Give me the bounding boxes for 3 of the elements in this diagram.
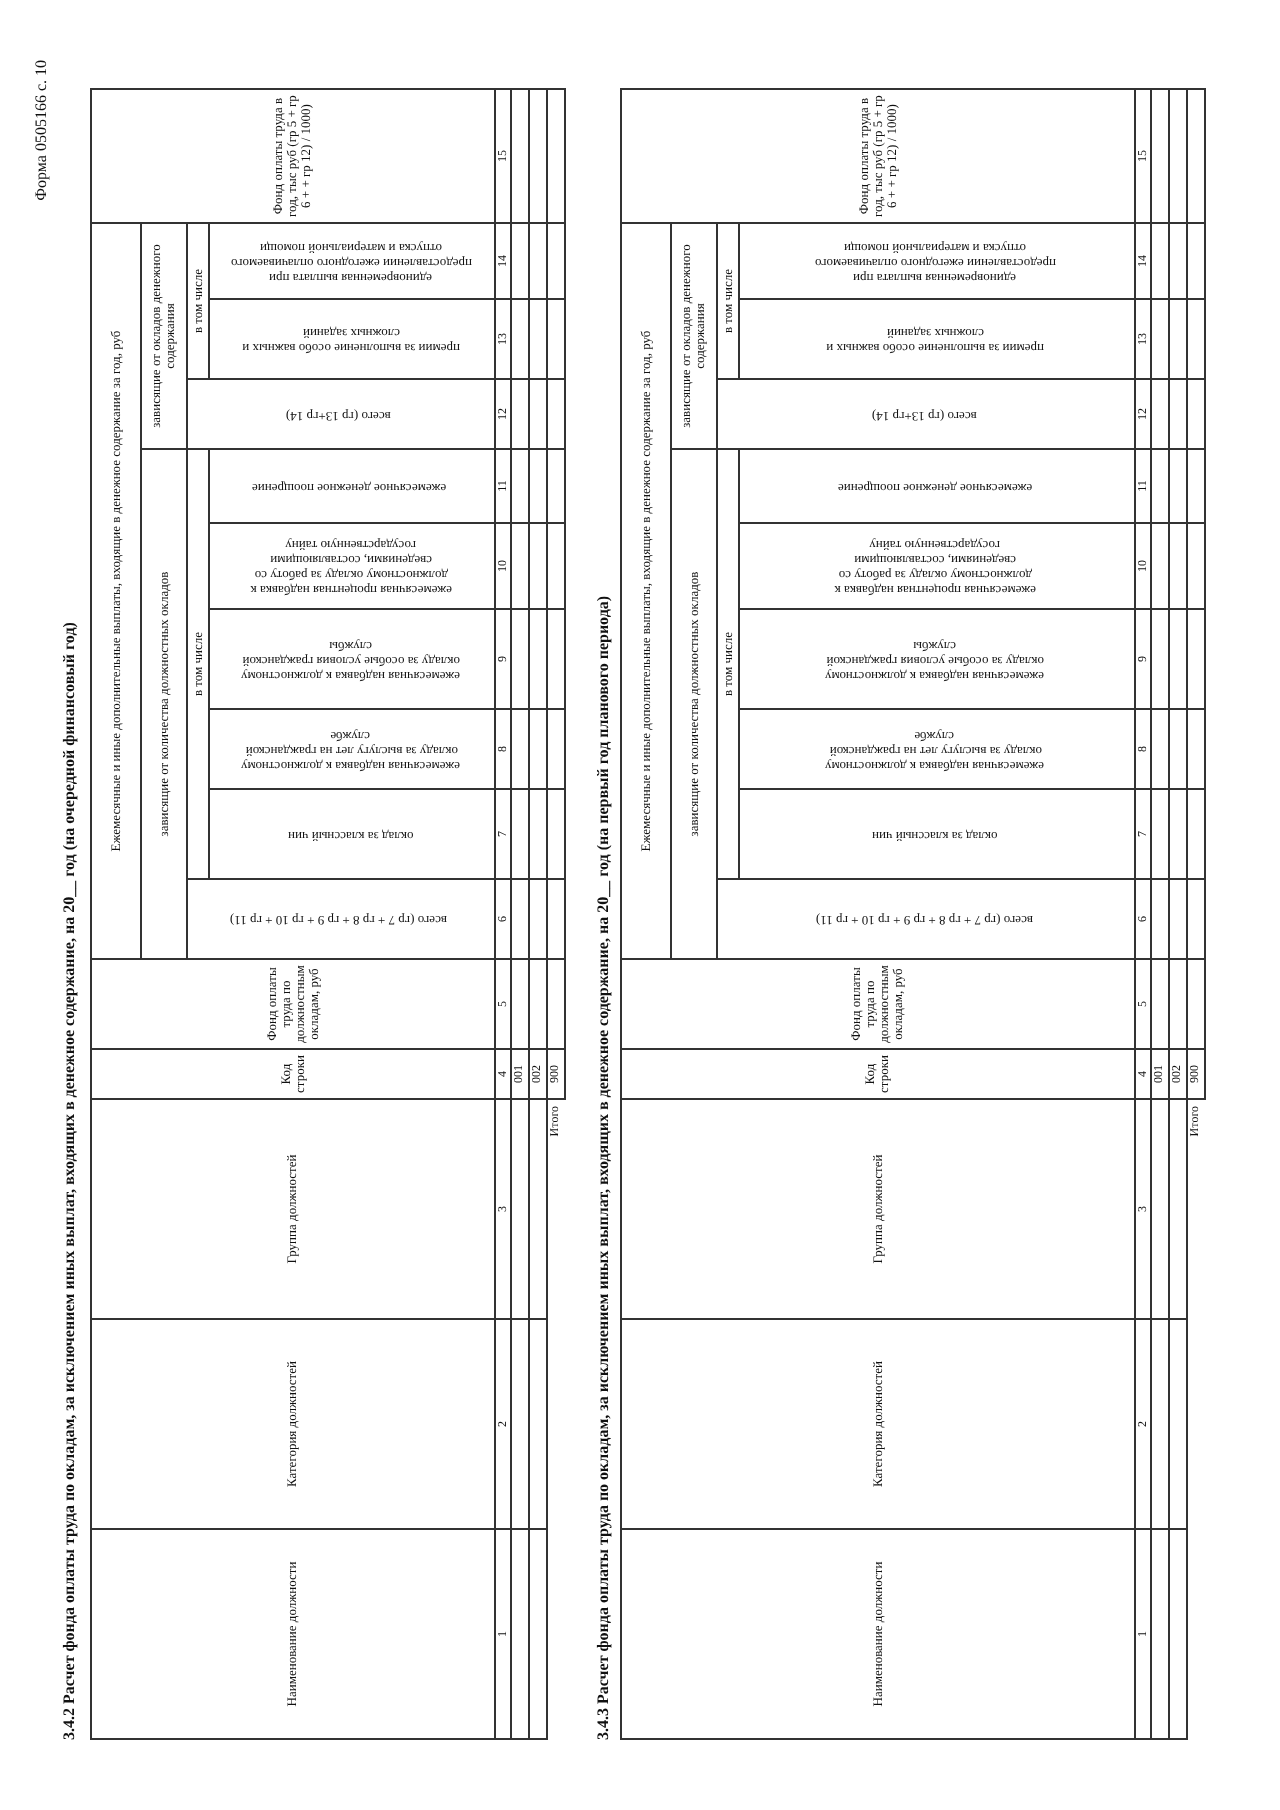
section-heading: 3.4.3 Расчет фонда оплаты труда по окладам, за исключением иных выплат, входящих в денежное содержание, на 20__ год (на первый год планового периода) bbox=[594, 595, 612, 1740]
form-number: Форма 0505166 с. 10 bbox=[32, 60, 50, 201]
section-heading: 3.4.2 Расчет фонда оплаты труда по окладам, за исключением иных выплат, входящих в денежное содержание, на 20__ год (на очередной финансовый год) bbox=[60, 622, 78, 1740]
